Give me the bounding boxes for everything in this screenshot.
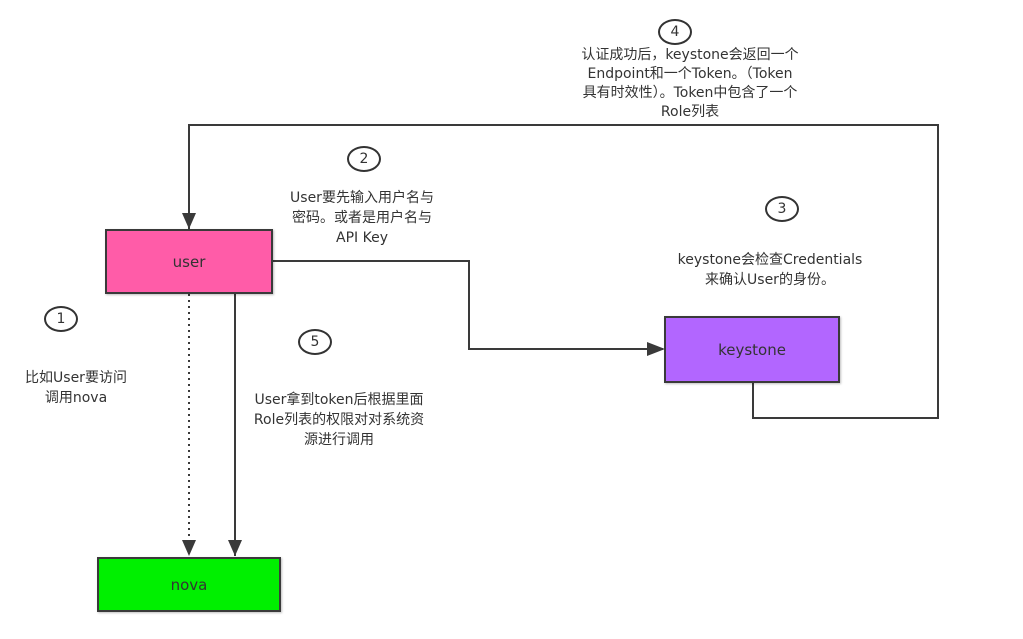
nova-node-label: nova [170,575,208,594]
step-3-number: 3 [777,201,787,217]
step-2-line: 密码。或者是用户名与 [292,210,432,226]
step-3-badge: 3 [765,196,799,222]
step-2-badge: 2 [347,146,381,172]
step-1-badge: 1 [44,306,78,332]
step-2-number: 2 [359,151,369,167]
step-4-line: Role列表 [660,104,720,120]
edge-keystone-to-user [182,124,939,419]
step-2-line: API Key [336,230,388,246]
step-5-line: 源进行调用 [304,432,374,448]
step-1-number: 1 [56,311,66,327]
user-node[interactable]: user [105,229,273,294]
step-3-line: keystone会检查Credentials [677,252,863,268]
step-4-line: 具有时效性）。Token中包含了一个 [582,85,798,101]
nova-node[interactable]: nova [97,557,281,612]
step-4-description: 认证成功后，keystone会返回一个 Endpoint和一个Token。（To… [545,46,835,122]
step-1-line: 比如User要访问 [25,370,127,386]
user-node-label: user [172,252,206,271]
step-2-line: User要先输入用户名与 [290,190,434,206]
step-1-line: 调用nova [44,390,108,406]
keystone-node-label: keystone [718,340,786,359]
edge-user-to-keystone [272,260,665,356]
step-4-line: 认证成功后，keystone会返回一个 [581,47,799,63]
step-3-description: keystone会检查Credentials 来确认User的身份。 [650,250,890,290]
step-5-line: Role列表的权限对对系统资 [253,412,425,428]
step-4-badge: 4 [658,19,692,45]
step-5-line: User拿到token后根据里面 [254,392,424,408]
step-4-line: Endpoint和一个Token。（Token [587,66,793,82]
step-3-line: 来确认User的身份。 [705,272,835,288]
step-5-number: 5 [310,334,320,350]
step-2-description: User要先输入用户名与 密码。或者是用户名与 API Key [264,188,460,248]
step-1-description: 比如User要访问 调用nova [6,368,146,408]
keystone-node[interactable]: keystone [664,316,840,383]
step-5-description: User拿到token后根据里面 Role列表的权限对对系统资 源进行调用 [236,390,442,450]
step-4-number: 4 [670,24,680,40]
step-5-badge: 5 [298,329,332,355]
